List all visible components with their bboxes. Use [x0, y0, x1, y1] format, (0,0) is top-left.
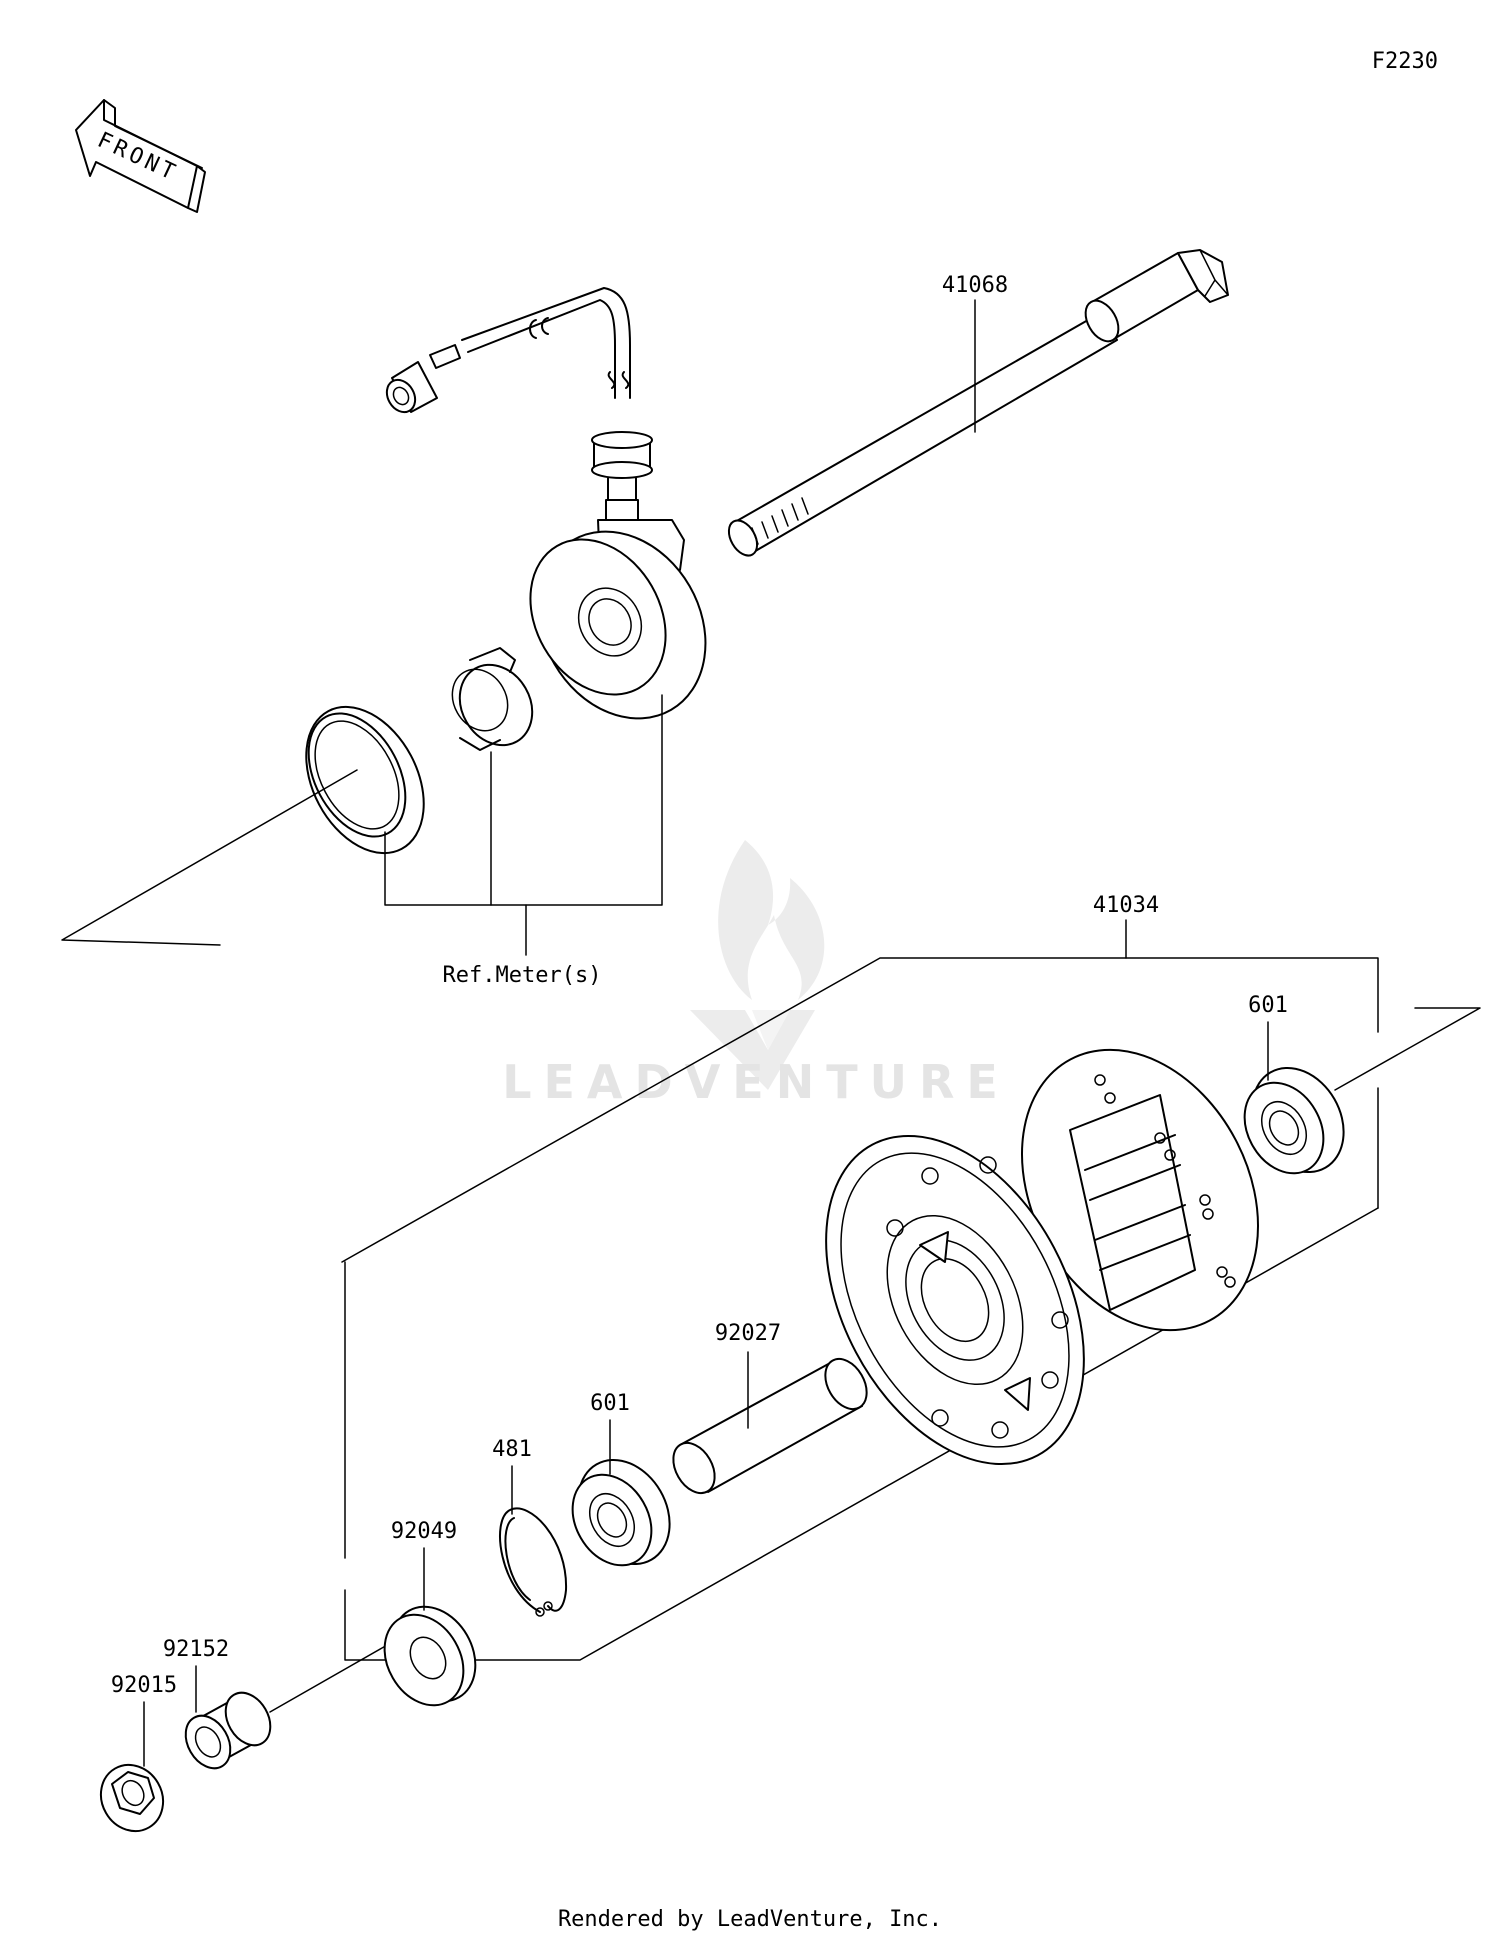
axle-icon [727, 249, 1229, 557]
watermark-logo [690, 840, 825, 1090]
wheel-hub-icon [825, 1048, 1259, 1466]
circlip-icon [499, 1507, 568, 1617]
watermark-text: LEADVENTURE [502, 1055, 1010, 1109]
footer-credit: Rendered by LeadVenture, Inc. [558, 1907, 942, 1932]
meter-ref-label: Ref.Meter(s) [443, 963, 602, 988]
bearing-right-icon [1243, 1066, 1345, 1175]
meter-cable-icon [385, 287, 631, 414]
front-arrow-icon: FRONT [75, 99, 206, 213]
part-41034-label: 41034 [1093, 893, 1159, 918]
bearing-left-icon [571, 1458, 671, 1567]
meter-ref-leaders [61, 694, 663, 956]
part-92152-label: 92152 [163, 1637, 229, 1662]
gear-box-drive-icon [451, 647, 534, 751]
part-92027-label: 92027 [715, 1321, 781, 1346]
part-601-left-label: 601 [590, 1391, 630, 1416]
part-481-label: 481 [492, 1437, 532, 1462]
part-92015-label: 92015 [111, 1673, 177, 1698]
gear-box-pinion-icon [591, 431, 653, 529]
seal-washer-icon [383, 1605, 477, 1707]
distance-collar-icon [672, 1357, 868, 1495]
collar-icon [184, 1691, 272, 1770]
gear-box-housing-icon [529, 519, 707, 720]
part-92049-label: 92049 [391, 1519, 457, 1544]
part-601-right-label: 601 [1248, 993, 1288, 1018]
oil-seal-icon [305, 705, 425, 855]
flange-nut-icon [99, 1763, 165, 1833]
part-41068-label: 41068 [942, 273, 1008, 298]
diagram-code: F2230 [1372, 49, 1438, 74]
